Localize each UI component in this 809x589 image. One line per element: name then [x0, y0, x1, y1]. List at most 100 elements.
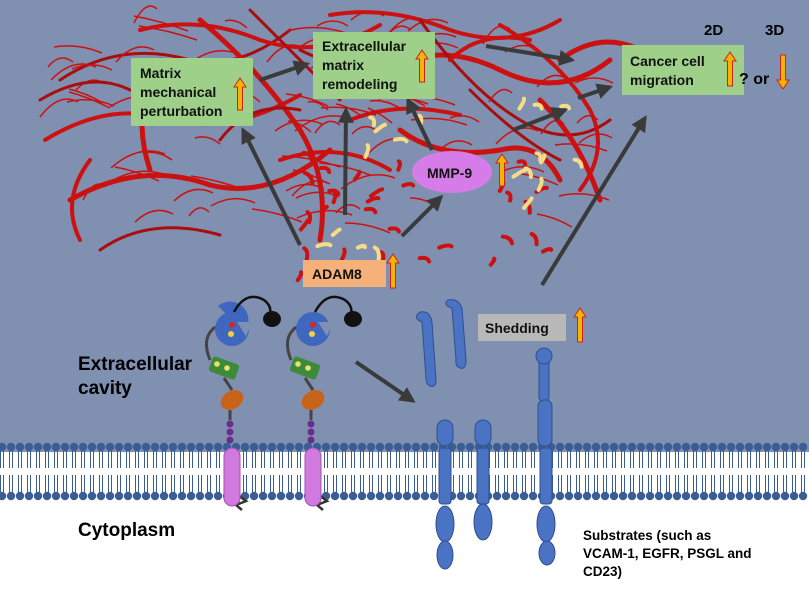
- lipid-head: [600, 442, 610, 452]
- lipid-head: [366, 442, 376, 452]
- lipid-head: [528, 442, 538, 452]
- lipid-head: [699, 491, 709, 501]
- cancer-migration-line1: Cancer cell: [630, 53, 705, 69]
- lipid-head: [33, 491, 43, 501]
- lipid-head: [627, 442, 637, 452]
- lipid-head: [294, 491, 304, 501]
- lipid-head: [762, 442, 772, 452]
- ecm-fragment: [511, 168, 527, 179]
- lipid-head: [150, 491, 160, 501]
- migration-3d-down-arrow-icon: [776, 54, 790, 90]
- ecm-fiber-strand: [134, 209, 174, 223]
- ecm-fiber: [218, 106, 302, 142]
- adam8-up-arrow-icon: [386, 253, 400, 289]
- lipid-head: [105, 491, 115, 501]
- lipid-head: [762, 491, 772, 501]
- ecm-fiber-strand: [578, 133, 613, 144]
- ecm-fiber: [498, 23, 600, 192]
- ecm-remodeling-line2: matrix: [322, 57, 364, 73]
- arrow-fiber-to-migration: [512, 107, 568, 132]
- lipid-head: [708, 442, 718, 452]
- lipid-head: [753, 491, 763, 501]
- ecm-fragment: [298, 218, 310, 232]
- ecm-fragment: [331, 188, 338, 205]
- ecm-fragment: [319, 204, 329, 214]
- lipid-head: [0, 442, 7, 452]
- arrow-remodeling-to-migration: [485, 44, 576, 66]
- ecm-fragment: [372, 245, 381, 262]
- matrix-perturbation-line1: Matrix: [140, 65, 181, 81]
- ecm-remodeling-line1: Extracellular: [322, 38, 407, 54]
- lipid-head: [159, 491, 169, 501]
- lipid-head: [87, 442, 97, 452]
- ecm-fiber-strand: [287, 120, 312, 133]
- lipid-head: [276, 442, 286, 452]
- ecm-fragment: [539, 153, 547, 165]
- lipid-head: [627, 491, 637, 501]
- cytoplasm-region: [0, 452, 809, 589]
- lipid-head: [465, 491, 475, 501]
- label-2d: 2D: [704, 22, 723, 39]
- lipid-head: [573, 442, 583, 452]
- ecm-fiber: [537, 97, 603, 203]
- ecm-fiber-strand: [115, 46, 155, 63]
- lipid-head: [789, 442, 799, 452]
- lipid-head: [501, 491, 511, 501]
- lipid-head: [330, 491, 340, 501]
- adam8-protein-right: [286, 295, 362, 511]
- ecm-fiber-strand: [314, 120, 341, 134]
- lipid-head: [402, 442, 412, 452]
- lipid-head: [285, 442, 295, 452]
- ecm-fiber-strand: [109, 170, 167, 183]
- ecm-fragment: [387, 226, 401, 234]
- lipid-head: [726, 442, 736, 452]
- ecm-fragment: [295, 270, 304, 283]
- ecm-fiber-strand: [335, 204, 361, 214]
- extracellular-cavity-line2: cavity: [78, 378, 132, 399]
- flow-arrows: [241, 44, 647, 403]
- cytoplasm-label: Cytoplasm: [78, 520, 175, 541]
- lipid-head: [294, 442, 304, 452]
- lipid-head: [186, 491, 196, 501]
- substrates-line3: CD23): [583, 564, 622, 579]
- ecm-fiber-strand: [574, 77, 614, 84]
- lipid-head: [510, 442, 520, 452]
- arrow-adam8-to-mmp9: [400, 194, 444, 238]
- ecm-fragment: [536, 176, 544, 192]
- lipid-head: [33, 442, 43, 452]
- lipid-head: [663, 491, 673, 501]
- lipid-head: [114, 491, 124, 501]
- ecm-fiber-strand: [316, 20, 349, 27]
- ecm-fiber-strand: [554, 143, 608, 152]
- ecm-fiber-strand: [133, 15, 189, 32]
- ecm-fiber-strand: [344, 222, 391, 234]
- lipid-head: [420, 442, 430, 452]
- ecm-fiber: [197, 17, 325, 243]
- ecm-fragment: [339, 247, 347, 262]
- lipid-head: [276, 491, 286, 501]
- adam8-box: [303, 260, 386, 287]
- lipid-head: [429, 442, 439, 452]
- lipid-head: [168, 442, 178, 452]
- lipid-head: [591, 442, 601, 452]
- lipid-head: [384, 442, 394, 452]
- lipid-head: [564, 442, 574, 452]
- ecm-fiber: [38, 80, 132, 102]
- label-3d: 3D: [765, 22, 784, 39]
- ecm-fiber-strand: [536, 74, 568, 88]
- ecm-fiber: [418, 18, 612, 137]
- lipid-head: [618, 442, 628, 452]
- ecm-fiber-strand: [50, 63, 97, 81]
- lipid-head: [366, 491, 376, 501]
- ecm-fiber-strand: [285, 93, 329, 107]
- lipid-head: [24, 491, 34, 501]
- lipid-head: [609, 491, 619, 501]
- lipid-head: [96, 491, 106, 501]
- ecm-remodeling-line3: remodeling: [322, 76, 397, 92]
- lipid-head: [339, 442, 349, 452]
- lipid-head: [681, 442, 691, 452]
- lipid-head: [42, 491, 52, 501]
- substrates-line1: Substrates (such as: [583, 528, 711, 543]
